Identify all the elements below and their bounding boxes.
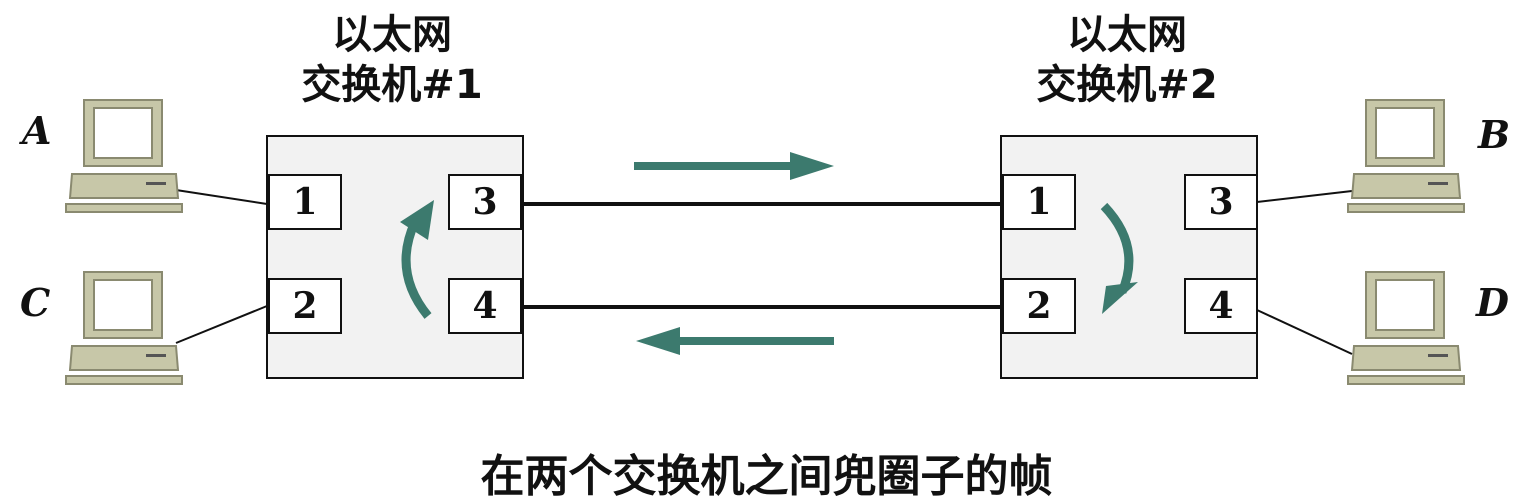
curved-arrow-up-icon	[400, 200, 434, 319]
computer-b-icon	[1347, 99, 1465, 213]
host-label-a: A	[22, 108, 52, 153]
diagram-caption: 在两个交换机之间兜圈子的帧	[480, 451, 1053, 502]
host-label-b: B	[1478, 112, 1511, 157]
computer-d-icon	[1347, 271, 1465, 385]
switch-2-title: 以太网 交换机#2	[997, 10, 1257, 110]
switch-1-title-line1: 以太网	[332, 12, 452, 58]
arrow-left-icon	[636, 327, 834, 355]
host-label-c: C	[20, 280, 51, 325]
link-d	[1256, 309, 1353, 355]
switch-2-title-line2: 交换机#2	[1036, 62, 1218, 108]
arrow-right-icon	[634, 152, 834, 180]
switch-1-port-2: 2	[268, 278, 342, 334]
switch-2-port-4: 4	[1184, 278, 1258, 334]
switch-1-title: 以太网 交换机#1	[262, 10, 522, 110]
host-label-d: D	[1476, 280, 1509, 325]
curved-arrow-down-icon	[1100, 202, 1138, 314]
switch-2: 1 2 3 4	[1000, 135, 1258, 379]
switch-1-port-1: 1	[268, 174, 342, 230]
link-c	[175, 305, 268, 344]
switch-1: 1 2 3 4	[266, 135, 524, 379]
computer-c-icon	[65, 271, 183, 385]
switch-1-title-line2: 交换机#1	[301, 62, 483, 108]
link-a	[175, 189, 268, 205]
computer-a-icon	[65, 99, 183, 213]
switch-2-port-2: 2	[1002, 278, 1076, 334]
switch-2-port-3: 3	[1184, 174, 1258, 230]
switch-1-port-3: 3	[448, 174, 522, 230]
switch-2-port-1: 1	[1002, 174, 1076, 230]
switch-2-title-line1: 以太网	[1067, 12, 1187, 58]
switch-1-port-4: 4	[448, 278, 522, 334]
link-b	[1256, 190, 1353, 203]
